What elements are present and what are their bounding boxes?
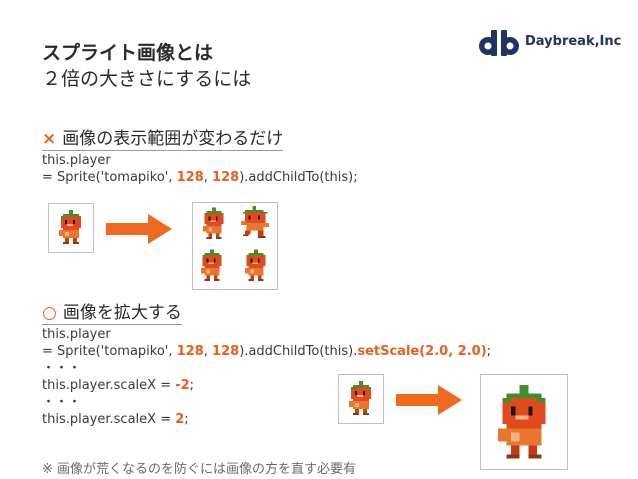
- sprite-sheet-frames: [200, 206, 270, 281]
- section1-heading-text: 画像の表示範囲が変わるだけ: [62, 129, 284, 149]
- tomato-character-icon: [59, 210, 81, 244]
- sprite-frame-small: [338, 374, 384, 424]
- code-line: this.player.scaleX = -2;: [42, 378, 195, 393]
- logo-text: Daybreak,Inc: [525, 34, 622, 49]
- circle-mark-icon: ○: [42, 303, 57, 323]
- tomato-character-icon: [349, 381, 371, 415]
- sprite-frame-scaled: [480, 374, 568, 470]
- code-line: this.player: [42, 153, 111, 168]
- section1-code: this.player = Sprite('tomapiko', 128, 12…: [42, 152, 358, 186]
- arrow-right-icon: [396, 385, 462, 415]
- tomato-frame-icon: [200, 249, 222, 281]
- tomato-frame-icon: [202, 207, 224, 239]
- code-line: this.player: [42, 327, 111, 342]
- page-title: スプライト画像とは: [42, 42, 214, 64]
- code-ellipsis: ・・・: [42, 361, 82, 376]
- footnote: ※ 画像が荒くなるのを防ぐには画像の方を直す必要有: [42, 462, 357, 477]
- code-ellipsis: ・・・: [42, 395, 82, 410]
- sprite-frame-single: [48, 203, 94, 253]
- section1-heading: ×画像の表示範囲が変わるだけ: [42, 124, 284, 151]
- sprite-sheet: [192, 202, 278, 290]
- code-line: = Sprite('tomapiko', 128, 128).addChildT…: [42, 170, 358, 185]
- section2-heading-text: 画像を拡大する: [62, 303, 182, 323]
- cross-mark-icon: ×: [42, 129, 57, 149]
- logo-mark-icon: [479, 30, 519, 56]
- page-subtitle: ２倍の大きさにするには: [42, 68, 252, 90]
- section2-code: this.player = Sprite('tomapiko', 128, 12…: [42, 326, 491, 428]
- section2-heading: ○画像を拡大する: [42, 298, 182, 325]
- company-logo: Daybreak,Inc: [478, 30, 628, 56]
- arrow-right-icon: [106, 214, 172, 244]
- tomato-frame-icon: [244, 249, 266, 281]
- tomato-frame-icon: [241, 206, 270, 238]
- tomato-character-large-icon: [498, 385, 546, 459]
- code-line: = Sprite('tomapiko', 128, 128).addChildT…: [42, 344, 492, 359]
- code-line: this.player.scaleX = 2;: [42, 412, 189, 427]
